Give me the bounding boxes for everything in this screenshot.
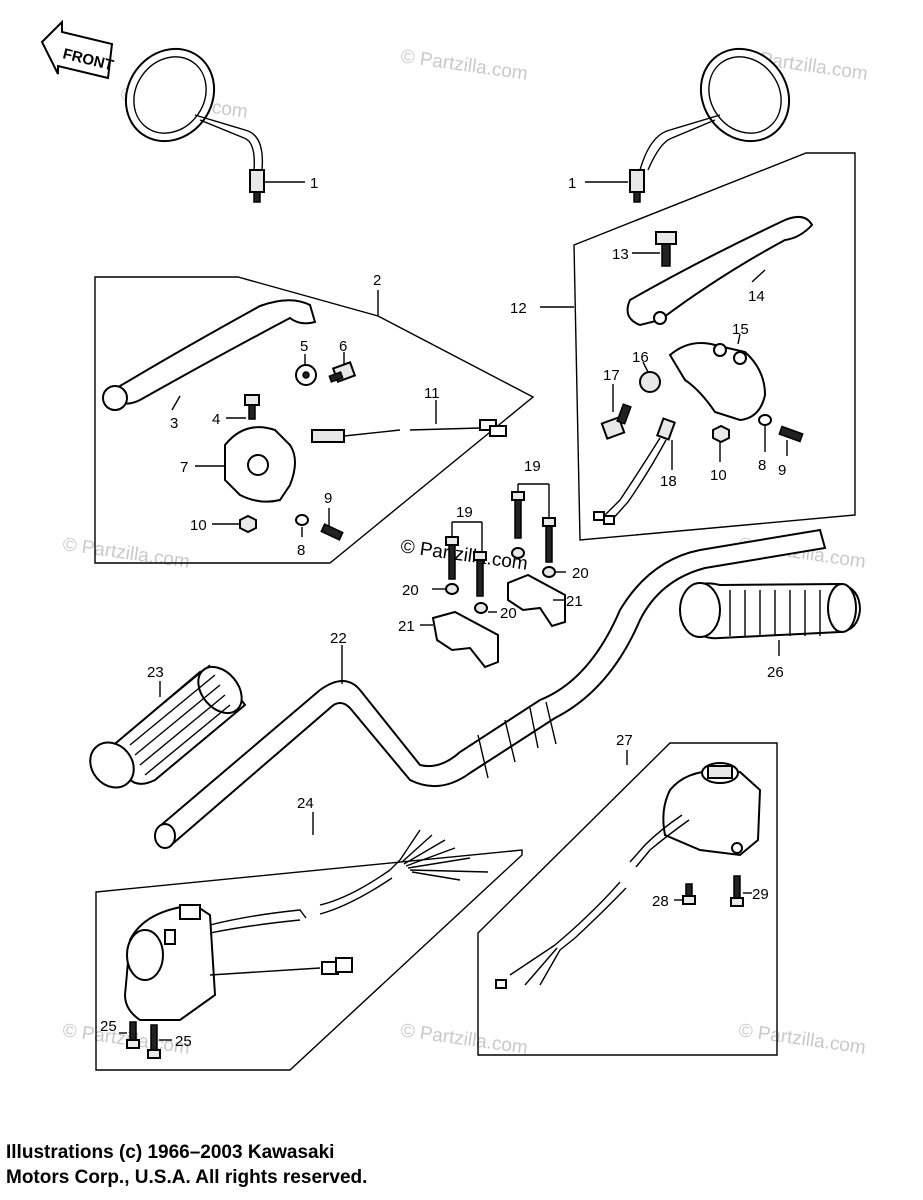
callout-16: 16 — [632, 349, 649, 366]
washer — [295, 514, 309, 526]
callout-23: 23 — [147, 664, 164, 681]
right-nut — [712, 424, 730, 444]
handlebar-clamp-right — [507, 573, 566, 628]
callout-14: 14 — [748, 288, 765, 305]
callout-8: 8 — [297, 542, 305, 559]
callout-4: 4 — [212, 411, 220, 428]
callout-21: 21 — [566, 593, 583, 610]
callout-12: 12 — [510, 300, 527, 317]
clutch-lever — [102, 299, 317, 411]
callout-25: 25 — [100, 1018, 117, 1035]
brake-switch — [593, 417, 676, 525]
callout-20: 20 — [402, 582, 419, 599]
handlebar-clamp-left — [431, 610, 499, 669]
callout-10: 10 — [710, 467, 727, 484]
callout-8: 8 — [758, 457, 766, 474]
clutch-lever-group-outline — [94, 276, 535, 564]
callout-19: 19 — [524, 458, 541, 475]
callout-13: 13 — [612, 246, 629, 263]
callout-10: 10 — [190, 517, 207, 534]
callout-25: 25 — [175, 1033, 192, 1050]
callout-15: 15 — [732, 321, 749, 338]
callout-5: 5 — [300, 338, 308, 355]
callout-17: 17 — [603, 367, 620, 384]
callout-20: 20 — [500, 605, 517, 622]
adjuster-nut — [295, 364, 317, 386]
callout-9: 9 — [778, 462, 786, 479]
callout-20: 20 — [572, 565, 589, 582]
callout-22: 22 — [330, 630, 347, 647]
master-cylinder-bracket — [668, 342, 767, 422]
callout-9: 9 — [324, 490, 332, 507]
copyright-line-2: Motors Corp., U.S.A. All rights reserved… — [6, 1167, 368, 1188]
callout-1: 1 — [310, 175, 318, 192]
left-mirror — [124, 47, 265, 203]
callout-2: 2 — [373, 272, 381, 289]
right-pivot-bolt — [778, 425, 804, 443]
callout-7: 7 — [180, 459, 188, 476]
brake-lever-group-outline — [573, 152, 856, 541]
watermark: © Partzilla.com — [737, 1020, 867, 1059]
callout-27: 27 — [616, 732, 633, 749]
left-switch-group-outline — [95, 849, 523, 1071]
callout-29: 29 — [752, 886, 769, 903]
callout-6: 6 — [339, 338, 347, 355]
callout-24: 24 — [297, 795, 314, 812]
right-switch-housing — [662, 762, 762, 857]
callout-26: 26 — [767, 664, 784, 681]
lever-bracket — [224, 426, 296, 503]
nut — [239, 514, 257, 534]
callout-11: 11 — [424, 385, 440, 402]
callout-1: 1 — [568, 175, 576, 192]
left-grip — [89, 664, 247, 789]
lever-bolt — [244, 394, 260, 420]
right-switch-group-outline — [477, 742, 778, 1056]
pivot-bolt — [320, 523, 344, 541]
switch-screws — [126, 1021, 161, 1059]
callout-21: 21 — [398, 618, 415, 635]
watermark-center: © Partzilla.com — [399, 536, 529, 575]
watermark: © Partzilla.com — [399, 1020, 529, 1059]
right-mirror — [629, 47, 791, 203]
brake-lever — [626, 215, 814, 327]
copyright-line-1: Illustrations (c) 1966–2003 Kawasaki — [6, 1142, 335, 1163]
clutch-switch — [311, 419, 507, 443]
right-washer — [758, 414, 772, 426]
callout-28: 28 — [652, 893, 669, 910]
handlebar — [154, 528, 827, 849]
clamp-bolts-right — [511, 491, 556, 563]
left-switch-harness — [209, 829, 489, 976]
callout-18: 18 — [660, 473, 677, 490]
lever-pivot-bolt — [655, 231, 677, 267]
clamp-bolts-left — [445, 536, 487, 597]
right-switch-harness — [495, 814, 690, 989]
adjuster-bolt — [328, 361, 357, 383]
adjuster-wheel — [639, 371, 661, 393]
adjuster-screw — [600, 403, 632, 440]
lock-washers — [445, 547, 556, 614]
left-switch-housing — [123, 903, 217, 1021]
right-switch-screws — [682, 875, 744, 907]
callout-19: 19 — [456, 504, 473, 521]
watermark: © Partzilla.com — [399, 46, 529, 85]
right-grip — [679, 582, 862, 640]
callout-3: 3 — [170, 415, 178, 432]
copyright-notice: Illustrations (c) 1966–2003 Kawasaki Mot… — [6, 1140, 606, 1190]
front-arrow: FRONT — [40, 19, 115, 80]
watermark: © Partzilla.com — [61, 534, 191, 573]
